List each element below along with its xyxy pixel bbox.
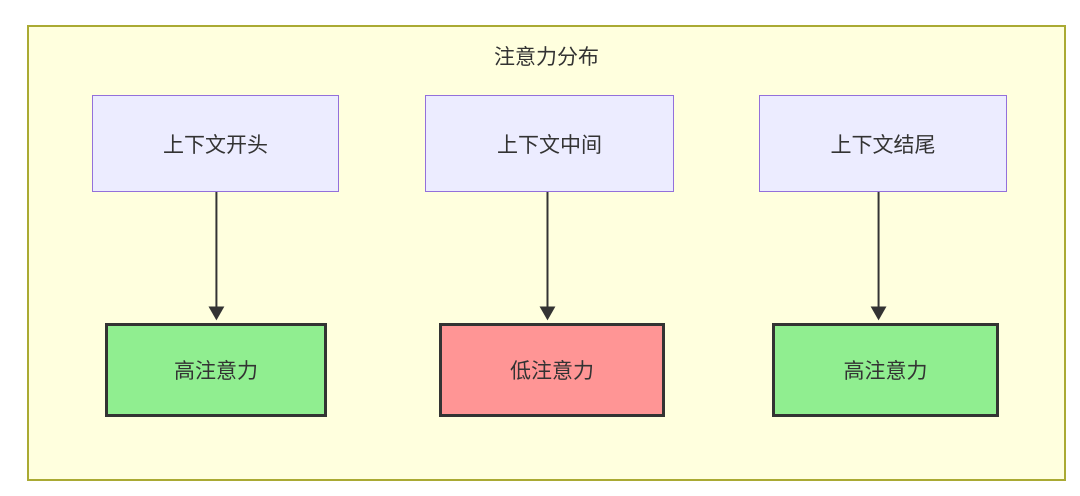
attention-distribution-subgraph: 注意力分布 上下文开头 上下文中间 上下文结尾 高注意力: [27, 25, 1066, 481]
diagram-title: 注意力分布: [494, 46, 599, 69]
node-context-start: 上下文开头: [92, 95, 339, 192]
arrow-start-to-high: [208, 190, 225, 321]
node-context-start-label: 上下文开头: [163, 133, 268, 157]
node-context-end-label: 上下文结尾: [830, 133, 936, 157]
arrow-end-to-high: [870, 190, 887, 321]
node-context-end: 上下文结尾: [759, 95, 1007, 192]
node-attention-high-1: 高注意力: [105, 323, 327, 417]
node-attention-high-1-label: 高注意力: [174, 360, 258, 383]
node-attention-high-2-label: 高注意力: [843, 360, 928, 383]
arrow-middle-to-low: [539, 190, 556, 321]
node-attention-low-label: 低注意力: [510, 360, 594, 383]
node-context-middle-label: 上下文中间: [497, 133, 602, 157]
node-context-middle: 上下文中间: [425, 95, 674, 192]
node-attention-high-2: 高注意力: [772, 323, 999, 417]
node-attention-low: 低注意力: [439, 323, 665, 417]
